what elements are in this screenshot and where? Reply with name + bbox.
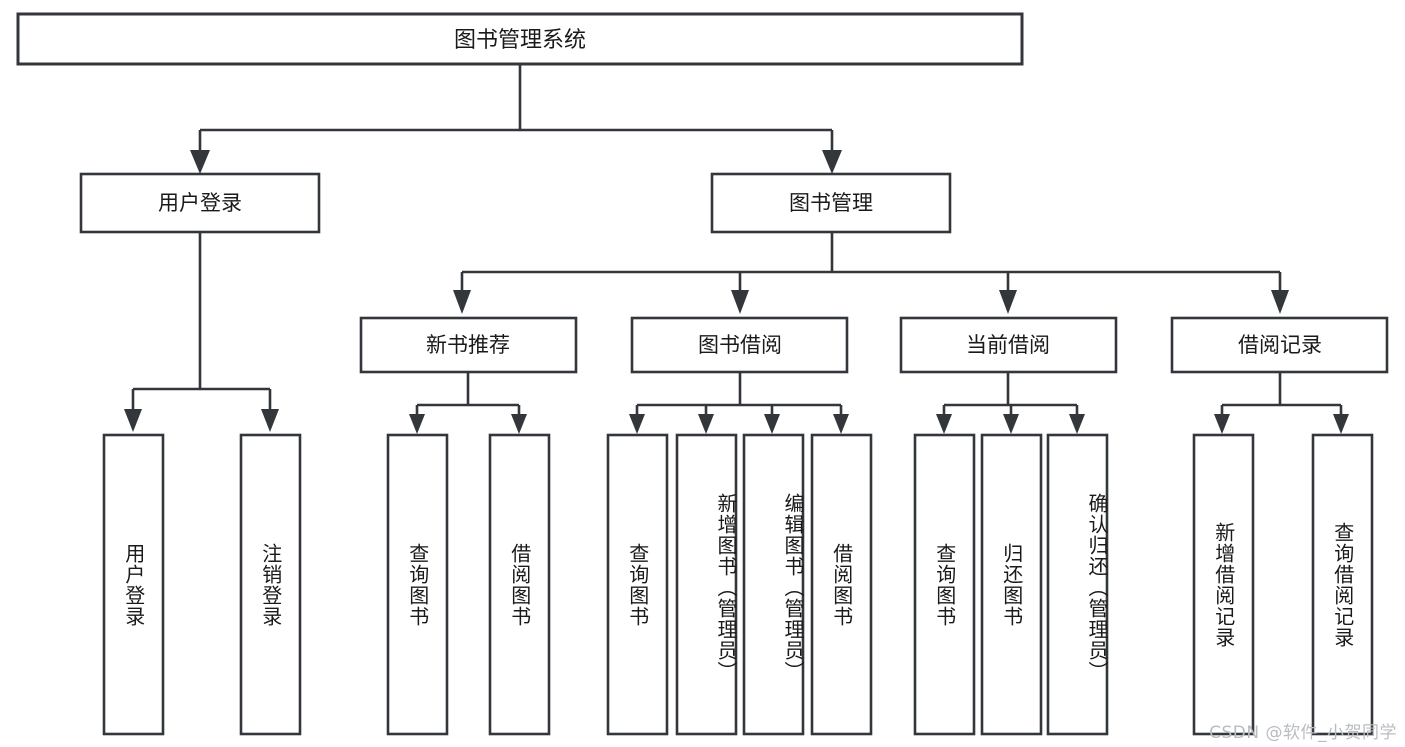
arrow-head-icon	[629, 414, 645, 434]
node-user-login[interactable]: 用户登录	[79, 172, 321, 234]
leaf-box-query-borrow-record[interactable]	[1311, 433, 1374, 736]
arrow-head-icon	[1333, 414, 1349, 434]
arrow-head-icon	[1003, 414, 1019, 434]
arrow-head-icon	[261, 409, 279, 432]
arrow-head-icon	[731, 290, 749, 314]
arrow-head-icon	[511, 414, 527, 434]
connector-currentborrow-to-leaves	[942, 372, 1079, 414]
connector-newbook-to-leaves	[415, 372, 521, 414]
connector-userlogin-to-leaves	[131, 232, 272, 409]
leaf-box-query-book-current[interactable]	[913, 433, 976, 736]
watermark: CSDN @软件_小贺同学	[1209, 723, 1397, 743]
arrow-head-icon	[833, 414, 849, 434]
connector-root-to-level1	[198, 64, 834, 150]
leaf-box-borrow-book-newbook[interactable]	[488, 433, 551, 736]
node-book-management-label: 图书管理	[789, 191, 873, 215]
connector-borrowrecord-to-leaves	[1220, 372, 1343, 414]
arrow-head-icon	[453, 290, 471, 314]
node-borrow-record[interactable]: 借阅记录	[1170, 316, 1389, 374]
node-new-book-recommend-label: 新书推荐	[426, 333, 510, 357]
leaf-box-add-borrow-record[interactable]	[1192, 433, 1255, 736]
arrow-head-icon	[764, 414, 780, 434]
node-new-book-recommend[interactable]: 新书推荐	[359, 316, 578, 374]
arrow-head-icon	[1271, 290, 1289, 314]
connector-layer	[124, 64, 1349, 434]
leaf-box-borrow-book[interactable]	[810, 433, 873, 736]
arrow-head-icon	[190, 150, 210, 174]
node-layer: 图书管理系统 用户登录 图书管理 新书推荐 图书借阅 当前	[16, 12, 1389, 736]
arrow-head-icon	[1069, 414, 1085, 434]
node-book-borrow[interactable]: 图书借阅	[630, 316, 849, 374]
connector-bookmgmt-to-level2	[460, 232, 1282, 290]
connector-bookborrow-to-leaves	[635, 372, 843, 414]
leaf-box-query-book-borrow[interactable]	[606, 433, 669, 736]
node-current-borrow[interactable]: 当前借阅	[899, 316, 1118, 374]
arrow-head-icon	[936, 414, 952, 434]
leaf-box-add-book-admin[interactable]	[675, 433, 738, 736]
arrow-head-icon	[822, 150, 842, 174]
arrow-head-icon	[698, 414, 714, 434]
node-book-borrow-label: 图书借阅	[698, 333, 782, 357]
leaf-box-confirm-return-admin[interactable]	[1046, 433, 1109, 736]
arrow-head-icon	[999, 290, 1017, 314]
node-user-login-label: 用户登录	[158, 191, 242, 215]
leaf-box-logout-login[interactable]	[239, 433, 302, 736]
arrow-head-icon	[409, 414, 425, 434]
leaf-box-edit-book-admin[interactable]	[742, 433, 805, 736]
leaf-box-query-book-newbook[interactable]	[386, 433, 449, 736]
leaf-box-return-book[interactable]	[980, 433, 1043, 736]
node-root-label: 图书管理系统	[454, 28, 586, 53]
arrow-head-icon	[1214, 414, 1230, 434]
node-current-borrow-label: 当前借阅	[966, 333, 1050, 357]
node-root[interactable]: 图书管理系统	[16, 12, 1024, 66]
leaf-box-user-login[interactable]	[102, 433, 165, 736]
node-borrow-record-label: 借阅记录	[1238, 333, 1322, 357]
arrow-head-icon	[124, 409, 142, 432]
node-book-management[interactable]: 图书管理	[710, 172, 952, 234]
